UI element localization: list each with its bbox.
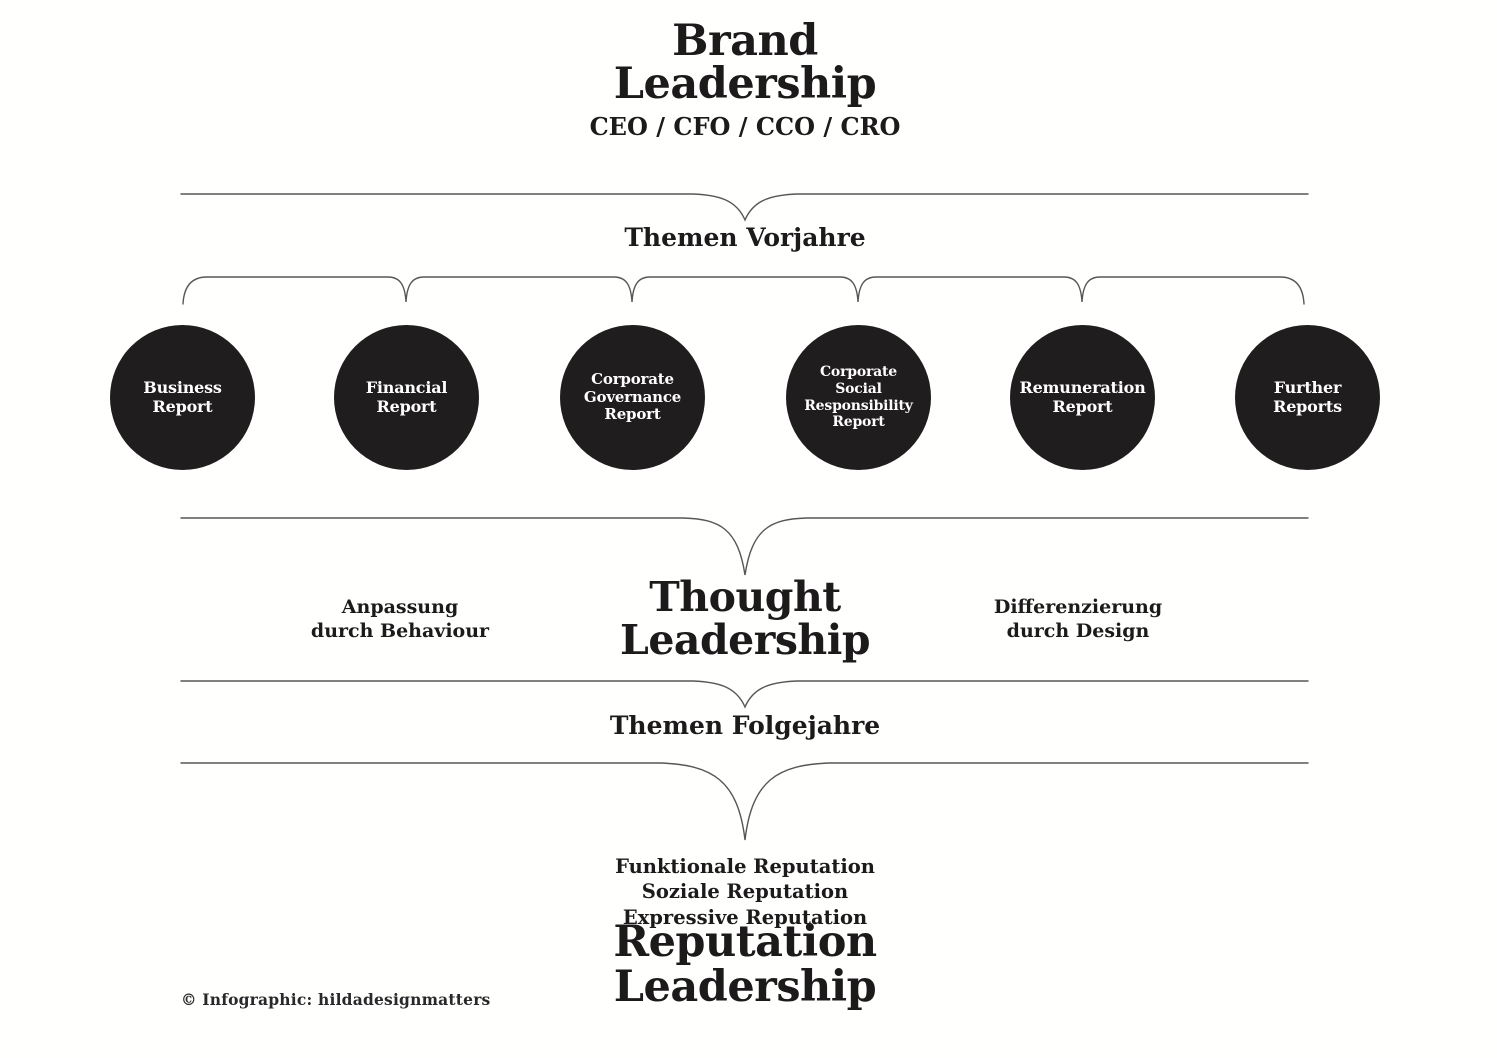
report-circle-business: Business Report xyxy=(110,325,255,470)
page-title: Brand Leadership xyxy=(613,16,877,109)
report-circle-label: Remuneration Report xyxy=(1019,377,1146,416)
report-circle-label: Corporate Governance Report xyxy=(583,369,682,424)
report-circle-label: Corporate Social Responsibility Report xyxy=(804,364,913,431)
report-circle-label: Further Reports xyxy=(1273,377,1342,416)
report-circle-label: Financial Report xyxy=(365,377,448,416)
brace-following-down-icon xyxy=(180,680,1309,709)
design-note: Differenzierung durch Design xyxy=(993,596,1163,642)
report-circle-further: Further Reports xyxy=(1235,325,1380,470)
reputation-leadership-title: Reputation Leadership xyxy=(613,917,877,1013)
report-circle-label: Business Report xyxy=(143,377,222,416)
behaviour-note: Anpassung durch Behaviour xyxy=(310,596,490,642)
brace-reputation-down-icon xyxy=(180,762,1309,841)
brace-top-down-icon xyxy=(180,193,1309,222)
page-subtitle: CEO / CFO / CCO / CRO xyxy=(589,112,901,141)
following-years-label: Themen Folgejahre xyxy=(609,711,881,740)
report-circle-corporate-governance: Corporate Governance Report xyxy=(560,325,705,470)
credit-line: © Infographic: hildadesignmatters xyxy=(181,990,491,1009)
reputation-list: Funktionale Reputation Soziale Reputatio… xyxy=(615,855,875,929)
report-circle-financial: Financial Report xyxy=(334,325,479,470)
report-circle-csr: Corporate Social Responsibility Report xyxy=(786,325,931,470)
thought-leadership-title: Thought Leadership xyxy=(620,573,870,665)
bracket-row-icon xyxy=(182,276,1305,305)
brace-thought-down-icon xyxy=(180,517,1309,576)
previous-years-label: Themen Vorjahre xyxy=(624,223,866,252)
report-circle-remuneration: Remuneration Report xyxy=(1010,325,1155,470)
